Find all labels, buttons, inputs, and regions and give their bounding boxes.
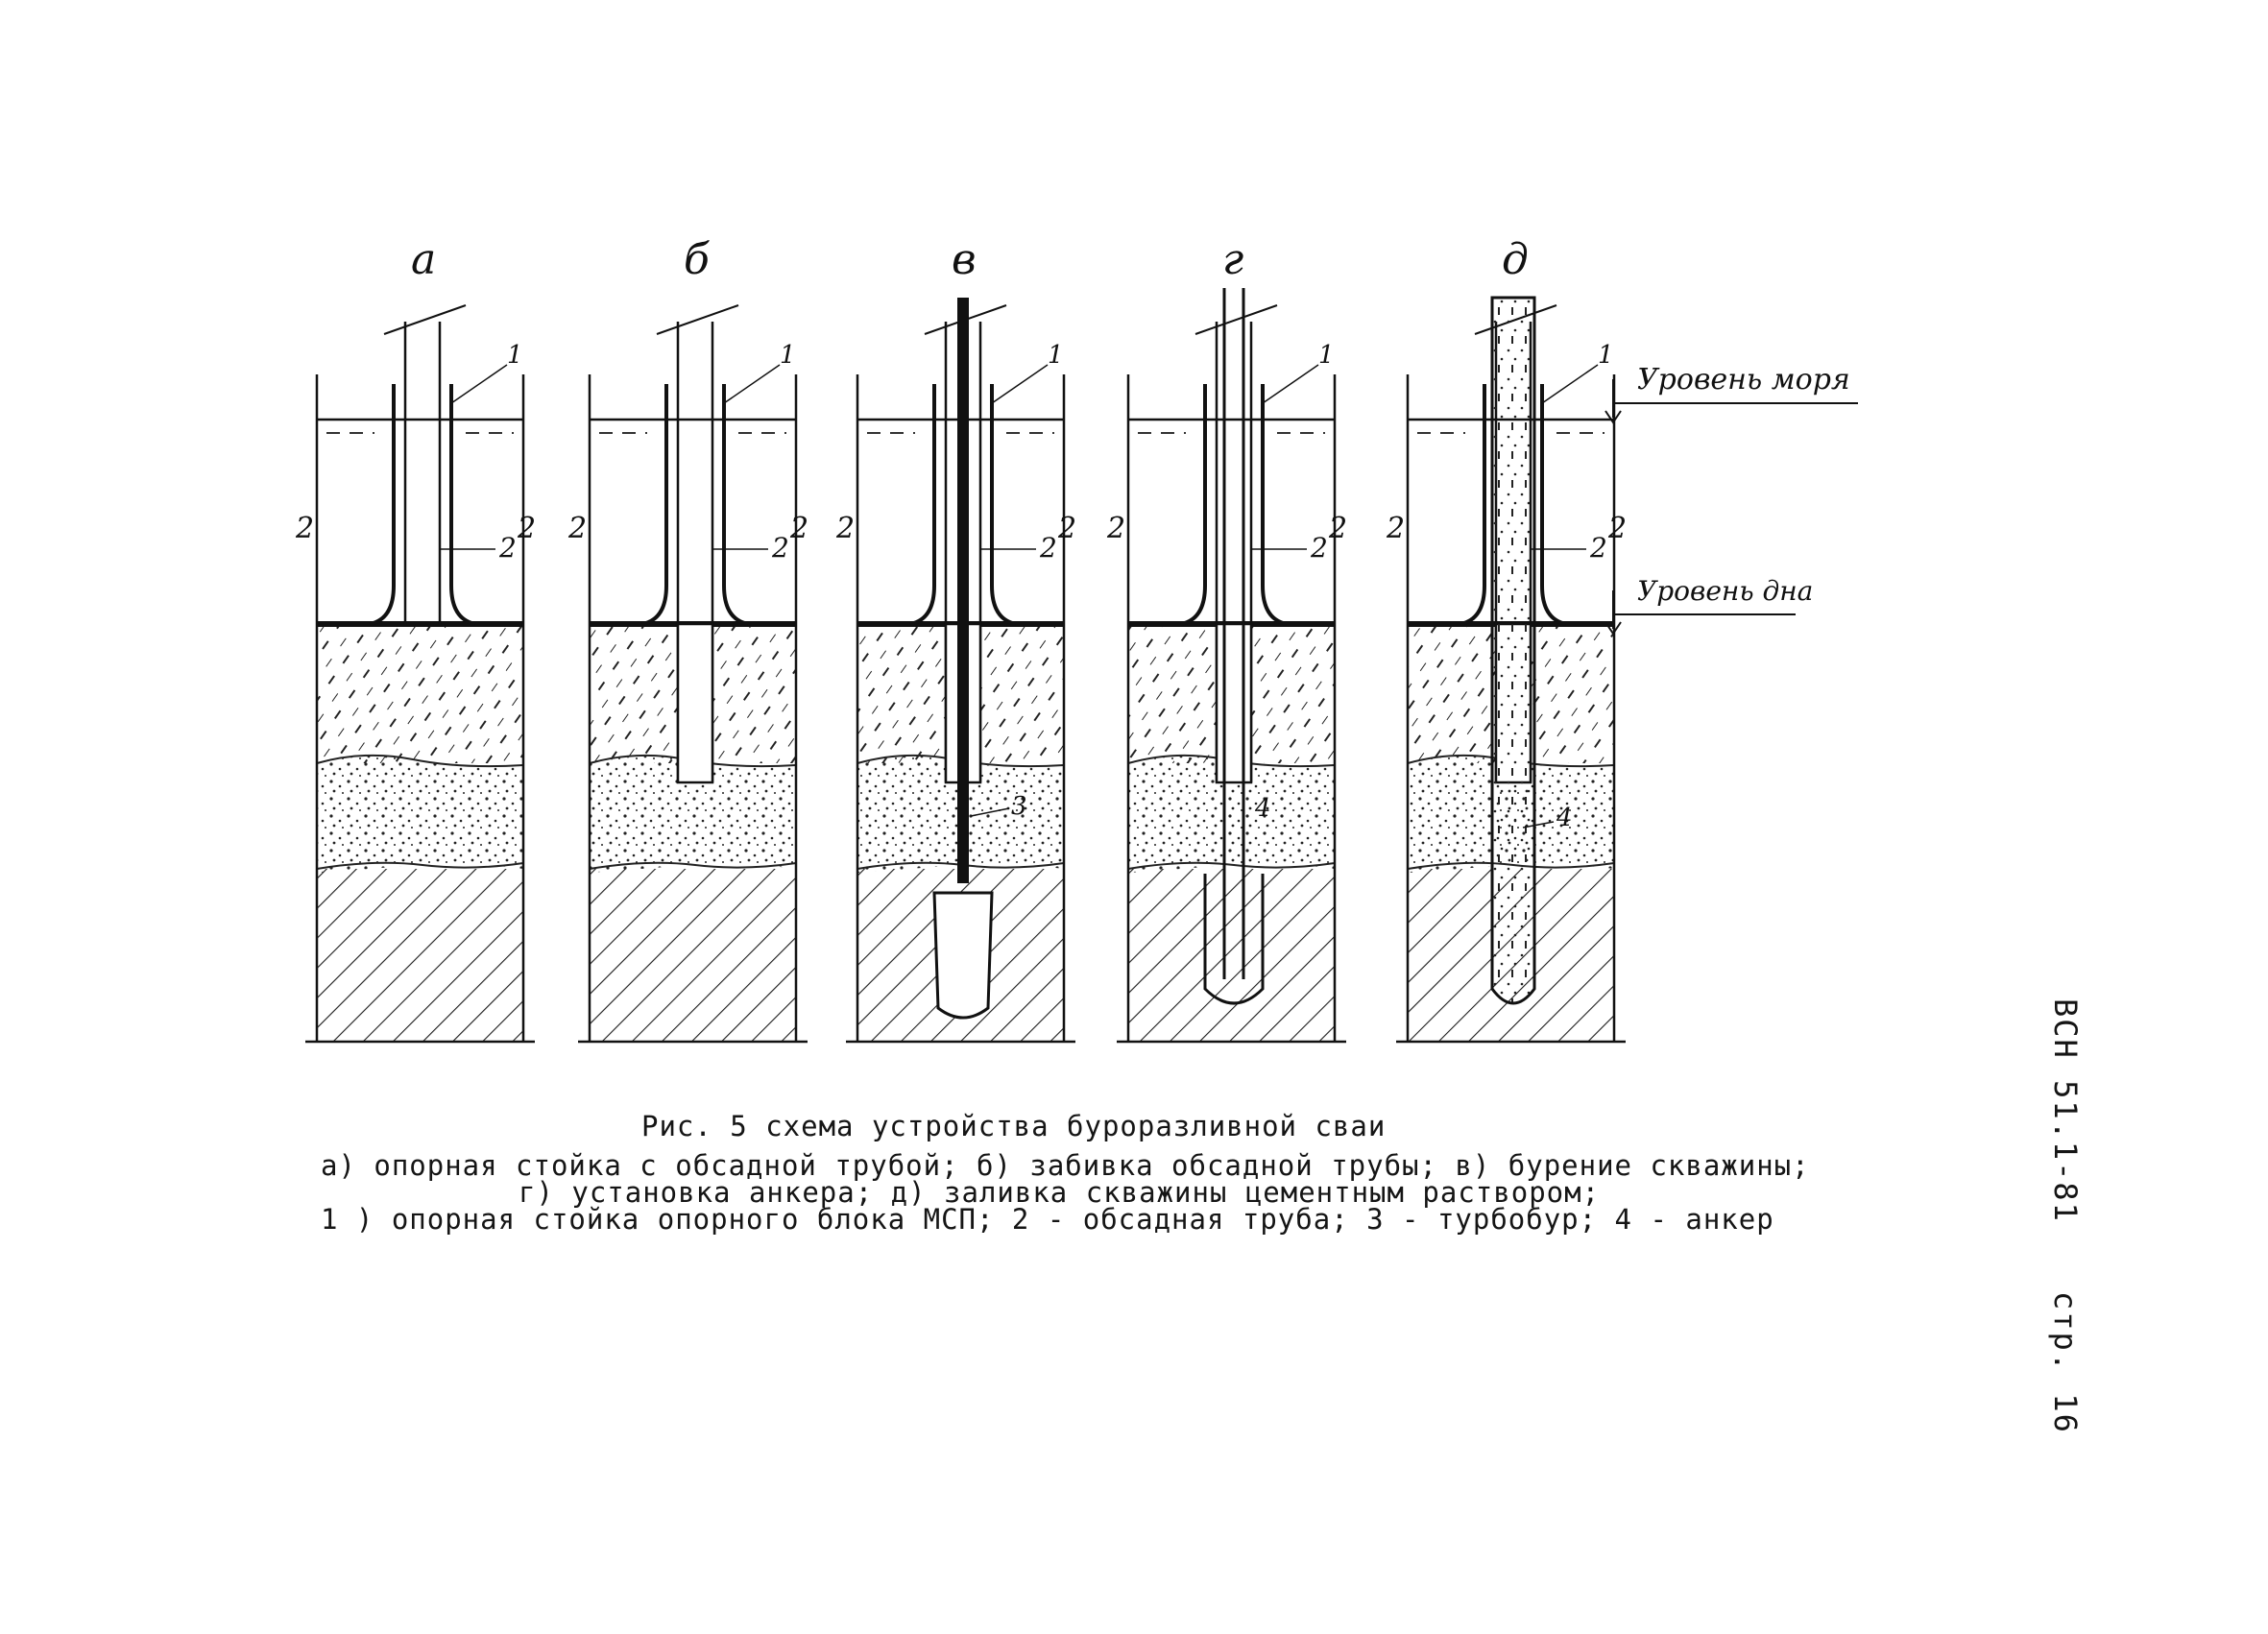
caption-title: Рис. 5 схема устройства буроразливной св… [641,1110,1387,1142]
arrow-icon [1604,590,1622,636]
break-mark: 2 [1328,512,1347,545]
support-leg-left [641,384,668,626]
leader-4 [1522,821,1555,829]
layer-boundary [589,861,797,870]
break-mark: 2 [1057,512,1076,545]
leader-3 [970,807,1010,817]
casing-pipe-in-soil [1215,622,1253,784]
dense-clay-layer [317,869,523,1042]
support-leg-right [1540,384,1567,626]
anchor-rod [1222,288,1245,979]
panel-letter: г [1222,235,1243,284]
bottom-level-label: Уровень дна [1637,575,1813,607]
leader-1 [1262,364,1319,404]
label-3: 3 [1011,792,1027,821]
side-doc-code: ВСН 51.1-81 [2047,998,2084,1223]
label-2: 2 [1589,532,1607,564]
label-4: 4 [1556,804,1573,832]
panel-letter: в [952,235,977,284]
caption-line-3: 1 ) опорная стойка опорного блока МСП; 2… [321,1203,1774,1236]
break-mark: 2 [789,512,808,545]
break-mark: 2 [1106,512,1125,545]
dense-clay-layer [1128,869,1335,1042]
panel-letter: д [1502,235,1529,284]
support-leg-right [990,384,1017,626]
label-1: 1 [1048,341,1064,370]
leader-1 [991,364,1049,404]
casing-pipe-in-soil [676,622,714,784]
label-2: 2 [771,532,789,564]
sand-layer [1128,755,1335,873]
break-line [1194,304,1278,335]
sea-level-label: Уровень моря [1637,363,1850,396]
label-1: 1 [780,341,796,370]
support-leg-left [909,384,936,626]
layer-boundary [1127,861,1336,870]
panel-letter: б [684,235,710,284]
support-leg-left [1180,384,1207,626]
support-leg-right [722,384,749,626]
dense-clay-layer [590,869,796,1042]
support-leg-left [1460,384,1486,626]
break-line [383,304,467,335]
caption-line-2: г) установка анкера; д) заливка скважины… [519,1176,1601,1209]
layer-boundary [316,861,524,870]
sand-layer [590,755,796,873]
layer-boundary [316,754,524,768]
borehole [1203,874,1265,1005]
break-mark: 2 [295,512,314,545]
caption-line-1: а) опорная стойка с обсадной трубой; б) … [321,1149,1810,1182]
label-2: 2 [1310,532,1328,564]
clay-layer [317,624,523,763]
drill-rod [957,298,969,883]
leader-1 [1541,364,1599,404]
break-line [656,304,739,335]
break-mark: 2 [1386,512,1405,545]
turbodrill [932,891,994,1020]
panel-letter: а [411,235,436,284]
label-4: 4 [1254,794,1271,823]
support-leg-left [369,384,396,626]
label-1: 1 [1598,341,1614,370]
support-leg-right [1261,384,1288,626]
label-1: 1 [507,341,523,370]
leader-1 [723,364,781,404]
break-mark: 2 [517,512,536,545]
break-mark: 2 [835,512,855,545]
label-2: 2 [498,532,517,564]
grouted-borehole [1490,296,1536,1005]
sand-layer [317,755,523,873]
break-mark: 2 [1607,512,1627,545]
support-leg-right [449,384,476,626]
leader-1 [450,364,508,404]
label-1: 1 [1318,341,1335,370]
side-page-number: стр. 16 [2047,1291,2084,1434]
label-2: 2 [1039,532,1057,564]
break-mark: 2 [567,512,587,545]
arrow-icon [1604,379,1622,424]
